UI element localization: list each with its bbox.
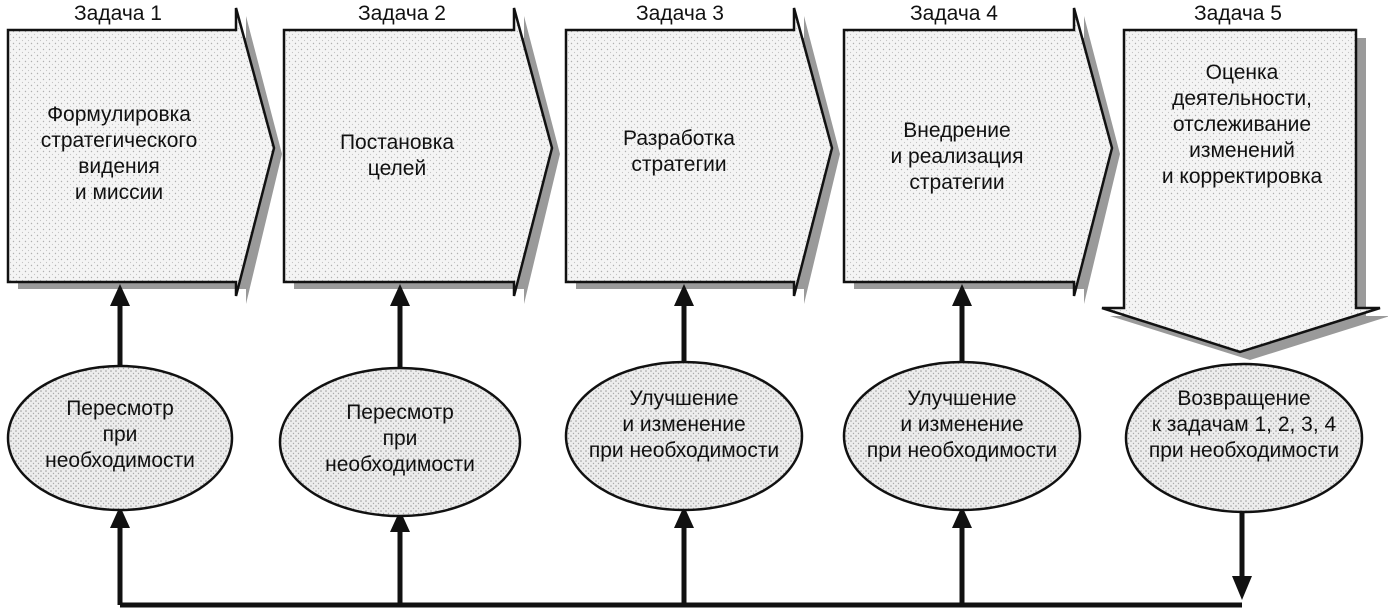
revision-text-3: Улучшение и изменение при необходимости xyxy=(574,386,794,464)
task-4-line-2: и реализация xyxy=(890,145,1024,168)
task-label-5: Задача 5 xyxy=(1194,2,1282,25)
up-arrow-4 xyxy=(952,284,972,362)
up-arrow-3 xyxy=(674,284,694,362)
task-4-line-1: Внедрение xyxy=(903,119,1011,142)
revision-5-line-1: Возвращение xyxy=(1177,387,1311,410)
task-2-line-2: целей xyxy=(367,157,427,180)
task-box-1 xyxy=(6,7,282,304)
revision-2-line-3: необходимости xyxy=(325,453,475,476)
revision-text-5: Возвращение к задачам 1, 2, 3, 4 при нео… xyxy=(1134,386,1354,464)
revision-5-line-3: при необходимости xyxy=(1148,439,1340,462)
task-5-line-3: отслеживание xyxy=(1172,113,1312,136)
revision-1-line-2: при xyxy=(102,423,138,446)
task-text-5: Оценка деятельности, отслеживание измене… xyxy=(1132,60,1352,190)
task-5-line-4: изменений xyxy=(1189,139,1295,162)
revision-text-4: Улучшение и изменение при необходимости xyxy=(852,386,1072,464)
revision-ellipse-4 xyxy=(842,360,1082,512)
task-box-5 xyxy=(1101,28,1388,360)
task-text-4: Внедрение и реализация стратегии xyxy=(852,118,1062,196)
task-label-2: Задача 2 xyxy=(358,2,446,25)
feedback-line xyxy=(110,506,1252,608)
revision-3-line-2: и изменение xyxy=(622,413,746,436)
task-text-2: Постановка целей xyxy=(292,130,502,182)
task-text-1: Формулировка стратегического видения и м… xyxy=(14,102,224,206)
revision-4-line-1: Улучшение xyxy=(907,387,1017,410)
task-label-4: Задача 4 xyxy=(910,2,998,25)
task-box-4 xyxy=(842,7,1120,304)
revision-ellipse-1 xyxy=(6,364,234,512)
task-box-2 xyxy=(282,7,560,304)
task-3-line-2: стратегии xyxy=(631,153,727,176)
revision-5-line-2: к задачам 1, 2, 3, 4 xyxy=(1151,413,1337,436)
task-2-line-1: Постановка xyxy=(339,131,455,154)
up-arrow-1 xyxy=(110,284,130,370)
task-4-line-3: стратегии xyxy=(909,171,1005,194)
task-5-line-5: и корректировка xyxy=(1161,165,1323,188)
up-arrow-2 xyxy=(390,284,410,370)
task-label-3: Задача 3 xyxy=(636,2,724,25)
revision-1-line-3: необходимости xyxy=(45,449,195,472)
revision-text-1: Пересмотр при необходимости xyxy=(20,396,220,474)
task-5-line-1: Оценка xyxy=(1205,61,1279,84)
task-1-line-4: и миссии xyxy=(74,181,164,204)
task-1-line-1: Формулировка xyxy=(47,103,191,126)
task-1-line-3: видения xyxy=(78,155,160,178)
revision-text-2: Пересмотр при необходимости xyxy=(300,400,500,478)
revision-3-line-1: Улучшение xyxy=(629,387,739,410)
task-5-line-2: деятельности, xyxy=(1172,87,1312,110)
revision-2-line-2: при xyxy=(382,427,418,450)
task-label-1: Задача 1 xyxy=(74,2,162,25)
revision-4-line-2: и изменение xyxy=(900,413,1024,436)
revision-ellipse-3 xyxy=(564,360,804,512)
revision-ellipse-2 xyxy=(278,366,522,518)
task-1-line-2: стратегического xyxy=(40,129,198,152)
task-3-line-1: Разработка xyxy=(623,127,735,150)
task-box-3 xyxy=(564,7,840,304)
task-text-3: Разработка стратегии xyxy=(574,126,784,178)
revision-4-line-3: при необходимости xyxy=(866,439,1058,462)
revision-2-line-1: Пересмотр xyxy=(346,401,454,424)
revision-3-line-3: при необходимости xyxy=(588,439,780,462)
revision-1-line-1: Пересмотр xyxy=(66,397,174,420)
revision-ellipse-5 xyxy=(1124,362,1364,514)
